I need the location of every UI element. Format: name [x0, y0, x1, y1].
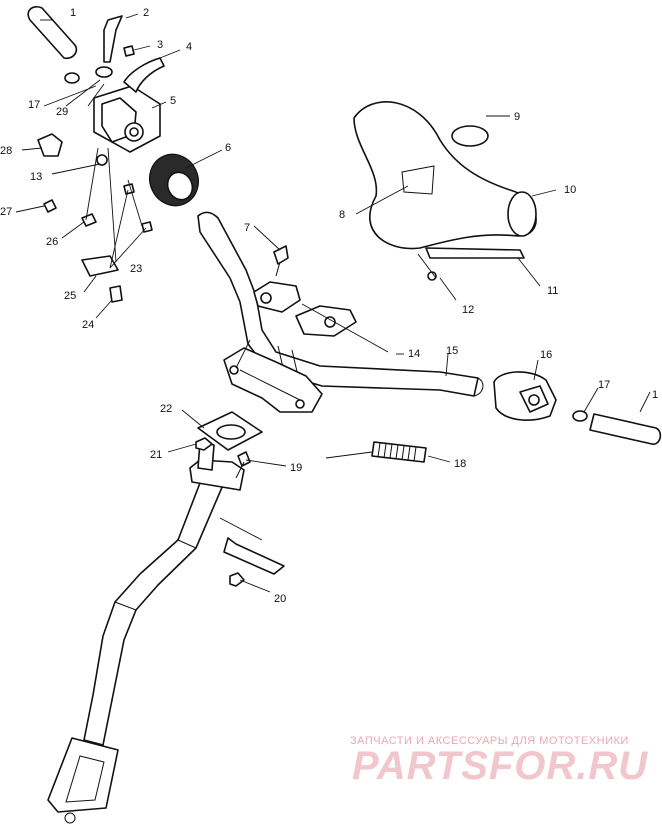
callout-17-left: 17: [28, 99, 40, 111]
callout-27: 27: [0, 206, 12, 218]
callout-22: 22: [160, 403, 172, 415]
throttle-lever: [95, 15, 123, 78]
callout-25: 25: [64, 290, 76, 302]
callout-11: 11: [547, 285, 558, 297]
throttle-cover: [149, 153, 199, 207]
callouts: 1 2 3 4 5 6 7 8 9 10 11 12 13 14 15 16 1…: [0, 7, 658, 605]
callout-17-right: 17: [598, 379, 610, 391]
watermark-tagline: ЗАПЧАСТИ И АКСЕССУАРЫ ДЛЯ МОТОТЕХНИКИ: [350, 735, 629, 747]
watermark-brand: PARTSFOR.RU: [352, 744, 648, 788]
callout-1-right: 1: [652, 389, 658, 401]
callout-6: 6: [225, 142, 231, 154]
hand-grip-right: [572, 410, 662, 445]
small-parts-left: [43, 147, 153, 303]
callout-10: 10: [564, 184, 576, 196]
leader-lines: [15, 13, 651, 593]
callout-12: 12: [462, 304, 474, 316]
watermark: ЗАПЧАСТИ И АКСЕССУАРЫ ДЛЯ МОТОТЕХНИКИ PA…: [350, 735, 648, 788]
screw-3: [123, 45, 135, 57]
switch-28: [37, 133, 63, 157]
callout-16: 16: [540, 349, 552, 361]
callout-4: 4: [186, 41, 192, 53]
callout-29: 29: [56, 106, 68, 118]
upper-steering-clamp: [197, 411, 263, 451]
pad-strap: [425, 247, 525, 281]
steering-bushing: [219, 517, 285, 587]
handlebar-upper-caps: [253, 245, 389, 353]
callout-8: 8: [339, 209, 345, 221]
callout-1-left: 1: [70, 7, 76, 19]
callout-23: 23: [130, 263, 142, 275]
callout-2: 2: [143, 7, 149, 19]
callout-14: 14: [408, 348, 420, 360]
callout-26: 26: [46, 236, 58, 248]
nut-21: [195, 437, 213, 451]
callout-13: 13: [30, 171, 42, 183]
spring: [325, 441, 427, 463]
callout-18: 18: [454, 458, 466, 470]
handlebar-pad: [353, 101, 537, 250]
handlebar-clamp-block: [223, 347, 323, 413]
control-switch-housing: [493, 371, 557, 421]
callout-24: 24: [82, 319, 94, 331]
callout-15: 15: [446, 345, 458, 357]
throttle-housing: [93, 85, 161, 153]
callout-7: 7: [244, 222, 250, 234]
bolt-19: [235, 451, 251, 479]
callout-3: 3: [157, 39, 163, 51]
callout-19: 19: [290, 462, 302, 474]
callout-9: 9: [514, 111, 520, 123]
throttle-cable-bracket: [123, 57, 165, 93]
callout-21: 21: [150, 449, 162, 461]
callout-5: 5: [170, 95, 176, 107]
steering-post: [47, 441, 245, 824]
callout-28: 28: [0, 145, 12, 157]
callout-20: 20: [274, 593, 286, 605]
